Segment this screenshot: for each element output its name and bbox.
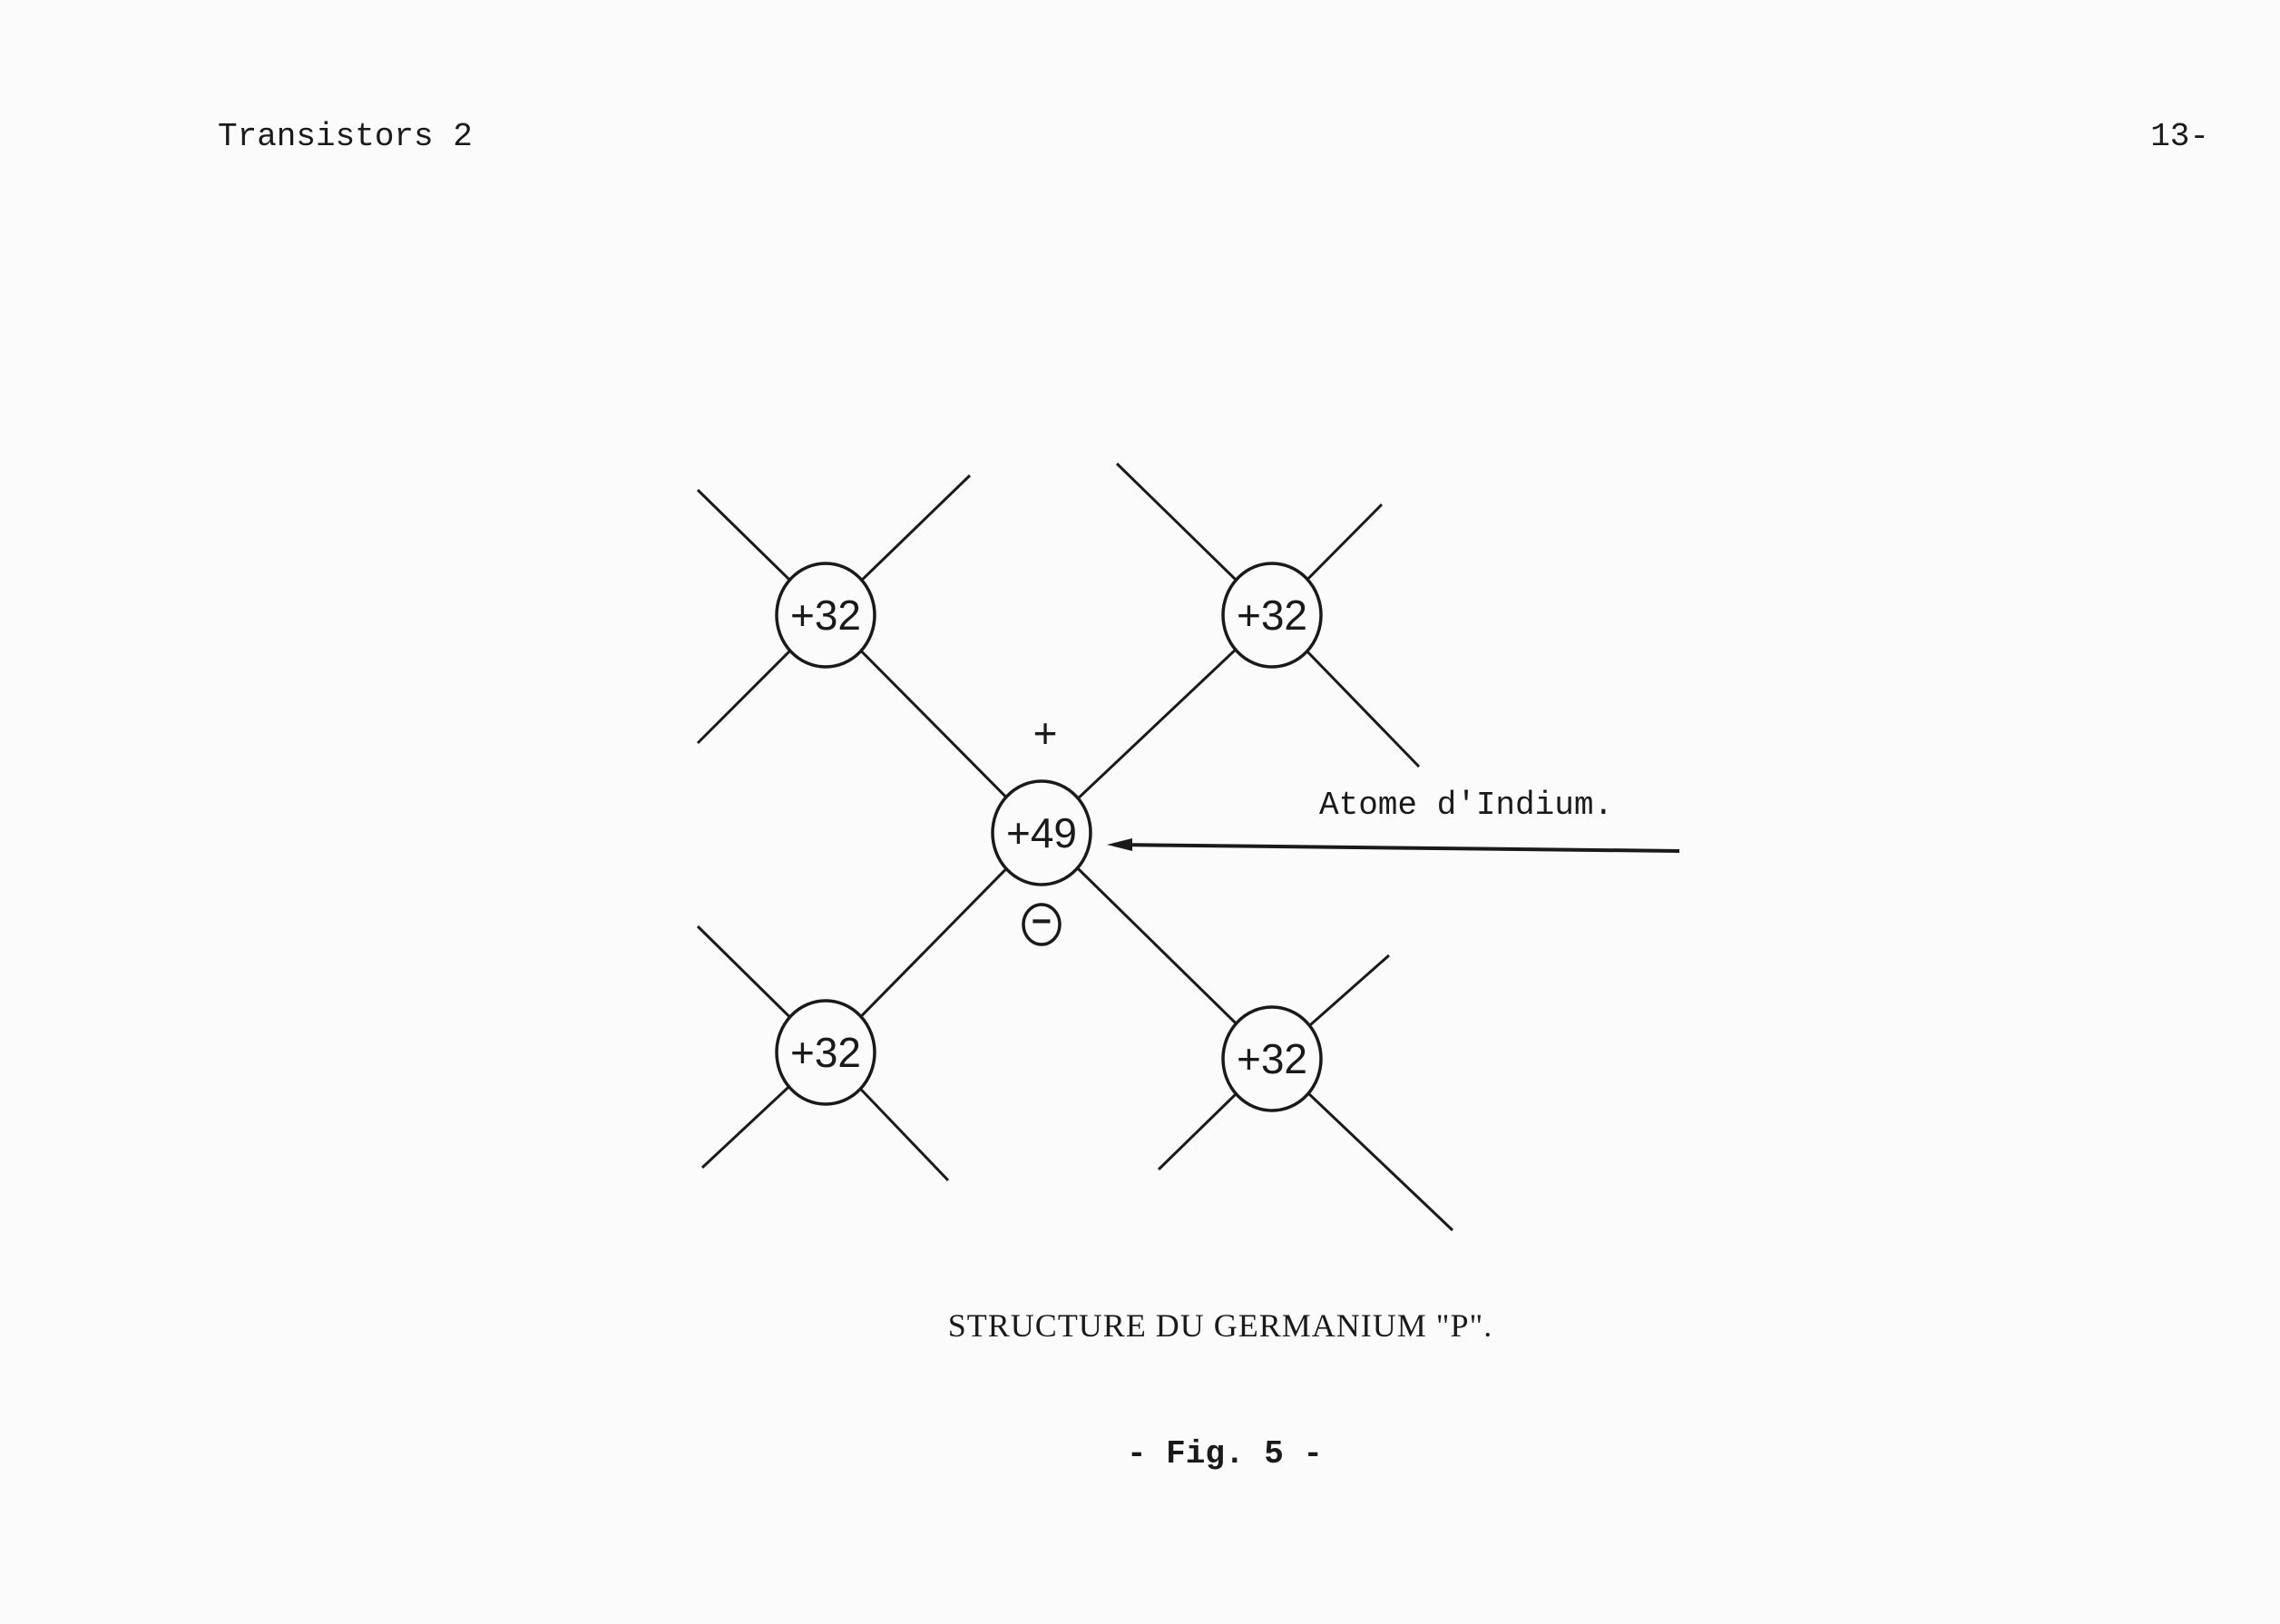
document-title: Transistors 2	[218, 118, 473, 155]
atom-charge-label: +32	[1237, 592, 1307, 639]
germanium-atom-bottom-left: +32	[775, 999, 876, 1106]
bond	[1040, 831, 1274, 1061]
indium-annotation: Atome d'Indium.	[1319, 787, 1613, 824]
atom-charge-label: +32	[1237, 1035, 1307, 1082]
indium-arrow	[1107, 838, 1680, 853]
figure-label: - Fig. 5 -	[1126, 1435, 1324, 1472]
hole-plus-symbol: +	[1033, 709, 1058, 757]
electron-minus-symbol: −	[1022, 903, 1062, 946]
bond	[1040, 613, 1274, 835]
atom-charge-label: +32	[790, 592, 861, 639]
electron-sign: −	[1032, 903, 1052, 941]
atom-charge-label: +49	[1006, 809, 1077, 856]
arrowhead-icon	[1107, 838, 1132, 851]
figure-caption: STRUCTURE DU GERMANIUM "P".	[947, 1307, 1493, 1344]
indium-atom: +49	[991, 779, 1092, 886]
germanium-atom-top-right: +32	[1221, 562, 1323, 669]
page-number: 13-	[2150, 118, 2209, 155]
germanium-atom-bottom-right: +32	[1221, 1005, 1323, 1112]
germanium-atom-top-left: +32	[775, 562, 876, 669]
atom-charge-label: +32	[790, 1029, 861, 1076]
